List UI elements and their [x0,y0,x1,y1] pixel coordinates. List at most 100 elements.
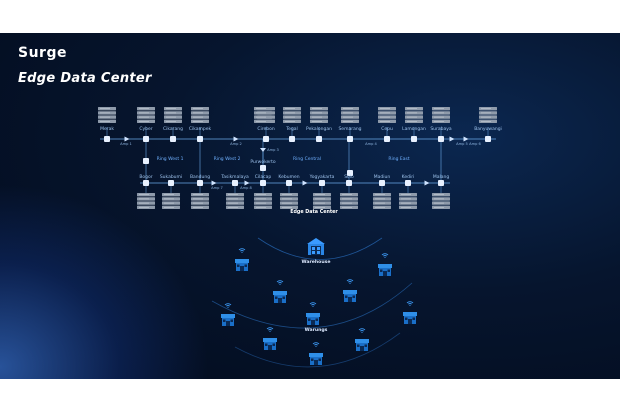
server-icon [339,192,359,210]
network-node [104,136,110,142]
server-icon [309,106,329,124]
ring-label: Ring West 2 [214,156,241,162]
amp-label: Amp 5 [456,142,468,146]
amp-label: Amp 1 [120,142,132,146]
wifi-icon [238,248,246,254]
wifi-icon [358,328,366,334]
warehouse-icon [307,238,325,255]
network-node [289,136,295,142]
network-node [438,180,444,186]
ring-label: Ring East [388,156,409,162]
node-label-top: Cikampek [189,126,212,132]
warehouse-label: Warehouse [302,259,331,265]
amp-label: Amp 4 [365,142,377,146]
network-node [286,180,292,186]
node-label-bottom: Tasikmalaya [220,174,249,180]
network-node [316,136,322,142]
server-icon [282,106,302,124]
ring-label: Ring West 1 [157,156,184,162]
amp-label: Amp 8 [240,186,252,190]
amp-label: Amp 6 [469,142,481,146]
network-node [197,180,203,186]
arrow-icon [449,136,455,142]
warung-icon [403,312,417,324]
arc-inner [257,237,383,260]
arrow-icon [124,136,130,142]
arrow-icon [233,136,239,142]
node-label-bottom: Malang [433,174,450,180]
amp-label: Amp 7 [211,186,223,190]
server-icon [190,192,210,210]
node-label-top: Pekalongan [306,126,332,132]
node-label-top: Lamongan [402,126,426,132]
network-node [384,136,390,142]
server-icon [161,192,181,210]
server-icon [312,192,332,210]
server-icon [431,192,451,210]
wifi-icon [276,280,284,286]
page-title: Edge Data Center [18,71,152,86]
network-lines [100,127,496,193]
network-node [347,136,353,142]
node-label-bottom: Cilacap [255,174,272,180]
arrow-icon [463,136,469,142]
node-label-middle: Purwokerto [250,159,276,165]
network-node [319,180,325,186]
warung-icon [378,264,392,276]
node-label-top: Cikarang [163,126,183,132]
warungs-label: Warungs [305,327,328,333]
node-label-bottom: Bogor [139,174,152,180]
wifi-icon [224,303,232,309]
node-label-bottom: Yogyakarta [309,174,335,180]
warung-icons [221,248,417,365]
arrow-icon [302,180,308,186]
network-node [232,180,238,186]
amp-label: Amp 3 [267,148,279,152]
node-label-bottom: Kebumen [278,174,299,180]
node-label-top: Cirebon [257,126,275,132]
network-node [143,180,149,186]
warung-icon [235,259,249,271]
node-label-top: Semarang [338,126,361,132]
warung-icon [263,338,277,350]
server-icon [97,106,117,124]
server-icon [431,106,451,124]
network-node [260,180,266,186]
server-icon [340,106,360,124]
network-node [197,136,203,142]
warung-icon [343,290,357,302]
network-node [143,136,149,142]
server-icon [136,192,156,210]
server-icon [372,192,392,210]
node-label-top: Banyuwangi [474,126,502,132]
edge-data-center-label: Edge Data Center [290,209,338,215]
ring-label: Ring Central [293,156,321,162]
wifi-icon [312,342,320,348]
arc-middle [211,282,413,329]
server-icon [478,106,498,124]
network-node [379,180,385,186]
arc-outer [234,332,401,368]
warung-icon [309,353,323,365]
arrow-down-icon [260,148,266,152]
network-node [411,136,417,142]
node-label-top: Tegal [285,126,298,132]
server-icon [253,192,273,210]
node-label-bottom: Sukabumi [160,174,182,180]
network-nodes [97,106,498,210]
network-node [485,136,491,142]
warung-icon [306,313,320,325]
server-icon [136,106,156,124]
node-label-bottom: Kediri [402,174,415,180]
network-node [347,170,353,176]
brand-logo: Surge [18,45,67,61]
warung-icon [273,291,287,303]
server-icon [377,106,397,124]
arrow-icon [424,180,430,186]
wifi-icon [381,253,389,259]
server-icon [190,106,210,124]
arrow-icon [211,180,217,186]
